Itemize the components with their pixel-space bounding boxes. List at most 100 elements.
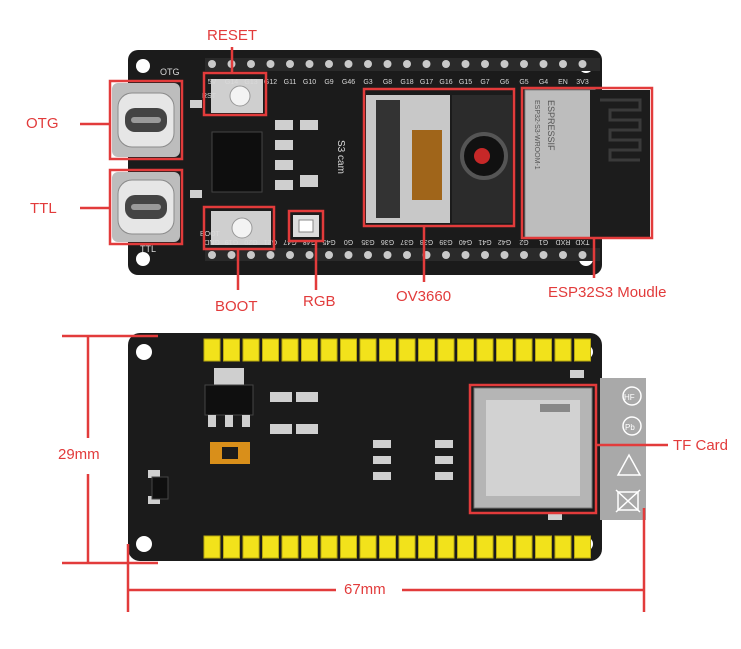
pin-pad (520, 251, 528, 259)
pin-pad (266, 251, 275, 259)
pin-pad (383, 251, 392, 259)
pin-pad (325, 251, 333, 259)
label-boot: BOOT (215, 298, 258, 315)
header-pin (437, 535, 455, 559)
pin-pad (461, 60, 470, 68)
weee-bin-icon (617, 491, 639, 511)
pin-pad (539, 251, 548, 259)
header-pin (476, 338, 494, 362)
silk-pin-label: G11 (284, 79, 297, 86)
pin-pad (422, 60, 431, 68)
header-pin (340, 338, 357, 362)
silk-pin-label: G1 (539, 238, 548, 245)
pin-pad (305, 251, 314, 259)
silk-pin-label: G7 (480, 79, 489, 86)
header-pin (340, 535, 357, 559)
silk-pin-label: G40 (459, 238, 472, 245)
leader-lines-top (80, 47, 596, 290)
label-rgb: RGB (303, 293, 336, 310)
silk-pb: Pb (625, 423, 635, 432)
header-pin (398, 338, 416, 362)
header-pin (496, 338, 513, 362)
header-pin (203, 338, 221, 362)
mount-hole (136, 344, 152, 360)
header-pin (320, 535, 338, 559)
silk-pin-label: G8 (383, 79, 392, 86)
pin-pad (461, 251, 470, 259)
header-pin (437, 338, 455, 362)
silk-pin-label: GND (204, 238, 220, 245)
silk-pin-label: G37 (400, 238, 413, 245)
silk-pin-label: G18 (400, 79, 413, 86)
label-reset: RESET (207, 27, 258, 44)
mount-hole (136, 536, 152, 552)
header-pin (359, 338, 377, 362)
pin-pad (481, 251, 489, 259)
header-pin (379, 535, 396, 559)
pin-pad (266, 60, 275, 68)
silk-module-model: ESP32-S3-WROOM-1 (533, 100, 540, 170)
pin-pad (578, 60, 587, 68)
mount-hole (136, 59, 150, 73)
header-pin (262, 535, 279, 559)
silk-otg: OTG (160, 67, 180, 77)
pin-pad (344, 251, 353, 259)
usb-c-otg (112, 83, 180, 157)
transistor (151, 476, 169, 500)
pin-pad (364, 251, 372, 259)
pin-pad (227, 251, 236, 259)
silk-pin-label: G20 (244, 238, 257, 245)
header-pin (457, 338, 474, 362)
tf-card-slot (473, 387, 593, 509)
header-pin (301, 338, 318, 362)
voltage-regulator (204, 368, 254, 427)
silk-pin-label: G45 (322, 238, 335, 245)
silk-pin-label: G38 (420, 238, 433, 245)
label-otg: OTG (26, 115, 59, 132)
pin-pad (403, 60, 411, 68)
silk-pin-label: G12 (264, 79, 277, 86)
header-pin (515, 535, 533, 559)
silk-pin-label: EN (558, 79, 568, 86)
silk-pin-label: G42 (498, 238, 511, 245)
silk-pin-label: G46 (342, 79, 355, 86)
header-pin (574, 535, 591, 559)
silk-pin-label: G35 (361, 238, 374, 245)
silk-pin-label: G0 (344, 238, 353, 245)
header-pin (574, 338, 591, 362)
pin-pad (442, 251, 450, 259)
rgb-led (293, 215, 319, 237)
silk-pin-label: G39 (439, 238, 452, 245)
pin-pad (559, 251, 567, 259)
pin-pad (247, 60, 255, 68)
header-pin (535, 535, 552, 559)
silk-pin-label: G4 (539, 79, 548, 86)
header-pins-bottom (203, 535, 591, 559)
pin-pad (247, 251, 255, 259)
header-pin (242, 535, 260, 559)
usb-c-ttl (112, 172, 180, 242)
dimension-lines (62, 334, 646, 612)
certification-label: HF Pb (600, 378, 646, 520)
label-height-dimension: 29mm (58, 446, 100, 463)
pin-pad (403, 251, 411, 259)
label-ttl: TTL (30, 200, 57, 217)
pin-pads-top (208, 60, 587, 68)
silk-pin-label: G10 (303, 79, 316, 86)
header-pin (281, 535, 299, 559)
header-pin (320, 338, 338, 362)
header-pin (223, 535, 240, 559)
header-pin (515, 338, 533, 362)
silk-pin-label: G2 (519, 238, 528, 245)
silk-pin-label: 3V3 (576, 79, 589, 86)
boot-button (211, 211, 271, 245)
silk-module-brand: ESPRESSIF (546, 100, 556, 151)
header-pin (496, 535, 513, 559)
header-pin (223, 338, 240, 362)
silk-pin-label: G16 (439, 79, 452, 86)
ov3660-camera (366, 95, 512, 223)
pin-pad (442, 60, 450, 68)
pin-pad (500, 60, 509, 68)
reset-button (211, 79, 263, 113)
silk-pin-label: G36 (381, 238, 394, 245)
